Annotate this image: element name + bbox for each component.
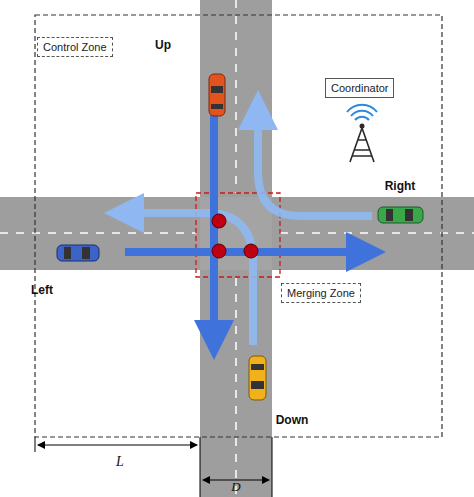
- node-text: Control Zone: [43, 41, 107, 53]
- car-up: [209, 74, 225, 116]
- car-down: [249, 356, 266, 400]
- direction-label: Left: [31, 283, 53, 297]
- lane-divider: [235, 0, 237, 193]
- direction-label: Down: [276, 413, 309, 427]
- trajectories: [124, 100, 372, 345]
- conflict-points: [212, 214, 258, 258]
- antenna-tower: [347, 105, 377, 162]
- direction-label: Up: [155, 38, 171, 52]
- car-left: [57, 245, 99, 261]
- dimension-label: D: [231, 479, 240, 495]
- road-horizontal: [0, 197, 474, 270]
- dimension-lines: [35, 437, 272, 497]
- node-text: Merging Zone: [287, 287, 355, 299]
- car-right: [378, 207, 423, 223]
- direction-label: Right: [385, 179, 416, 193]
- dimension-label: L: [116, 454, 124, 470]
- node-text: Coordinator: [331, 82, 388, 94]
- control-zone-outline: [35, 15, 442, 437]
- zone-name-box: Control Zone: [37, 37, 113, 57]
- coordinator-box: Coordinator: [325, 78, 394, 98]
- zone-name-box: Merging Zone: [281, 283, 361, 303]
